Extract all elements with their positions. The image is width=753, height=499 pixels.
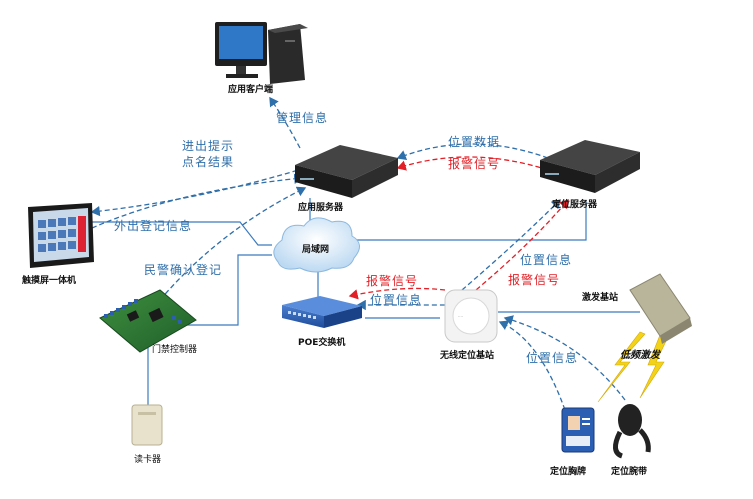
positioning-wristband[interactable]: 定位腕带 (610, 404, 651, 477)
link-lan-posserver (345, 200, 587, 241)
lightning-bolt-right (639, 334, 669, 399)
wireless-base-station[interactable]: ···· 无线定位基站 (439, 289, 498, 361)
arrow-alarm-top (396, 156, 549, 171)
touchscreen-kiosk[interactable]: 触摸屏一体机 (21, 203, 94, 286)
trigger-station-label: 激发基站 (582, 291, 618, 303)
label-position-mid: 位置信息 (370, 292, 422, 307)
arrow-police-confirm (159, 186, 307, 301)
label-police-confirm: 民警确认登记 (144, 262, 222, 277)
trigger-station[interactable]: 激发基站 (582, 273, 692, 344)
lan-label: 局域网 (302, 243, 329, 255)
lightning-bolt-left (597, 331, 646, 403)
link-door-lan (180, 254, 272, 326)
label-position-right: 位置信息 (520, 252, 572, 267)
door-controller-label: 门禁控制器 (152, 343, 197, 355)
link-touchscreen-lan (90, 221, 272, 246)
door-controller[interactable]: 门禁控制器 (99, 289, 197, 355)
arrow-alarm-right (469, 199, 569, 296)
positioning-badge[interactable]: 定位胸牌 (549, 407, 595, 477)
arrow-wristband-base (503, 315, 626, 401)
label-roll-call-result: 点名结果 (182, 154, 234, 169)
arrow-position-right (461, 199, 561, 291)
svg-text:····: ···· (458, 314, 463, 319)
positioning-server[interactable]: 定位服务器 (540, 140, 640, 210)
poe-switch[interactable]: POE交换机 (282, 296, 362, 348)
label-position-low: 位置信息 (526, 350, 578, 365)
label-alarm-mid: 报警信号 (366, 273, 418, 288)
label-position-data: 位置数据 (448, 134, 500, 149)
wireless-base-label: 无线定位基站 (439, 349, 494, 361)
label-alarm-top: 报警信号 (448, 156, 500, 171)
app-server-label: 应用服务器 (298, 201, 344, 213)
arrow-position-data (396, 143, 549, 161)
label-management-info: 管理信息 (276, 110, 328, 125)
arrow-outing-register (91, 173, 304, 229)
label-low-freq-trigger: 低频激发 (620, 349, 662, 361)
solid-links (90, 198, 640, 405)
label-outing-register: 外出登记信息 (114, 218, 192, 233)
label-entry-exit-hint: 进出提示 (182, 138, 234, 153)
arrow-alarm-mid (348, 287, 446, 300)
card-reader[interactable]: 读卡器 (131, 404, 163, 465)
app-server[interactable]: 应用服务器 (295, 145, 398, 213)
lan-cloud: 局域网 (273, 217, 360, 273)
label-alarm-right: 报警信号 (508, 272, 560, 287)
lightning-bolts (597, 331, 669, 403)
arrow-roll-call (90, 167, 306, 217)
badge-label: 定位胸牌 (549, 465, 586, 477)
wristband-label: 定位腕带 (610, 465, 647, 477)
touchscreen-label: 触摸屏一体机 (21, 274, 76, 286)
positioning-server-label: 定位服务器 (551, 198, 598, 210)
app-client-label: 应用客户端 (228, 83, 273, 95)
poe-switch-label: POE交换机 (298, 336, 345, 348)
arrow-badge-base (498, 320, 566, 411)
app-client-computer[interactable]: 应用客户端 (215, 22, 308, 95)
card-reader-label: 读卡器 (134, 453, 161, 465)
